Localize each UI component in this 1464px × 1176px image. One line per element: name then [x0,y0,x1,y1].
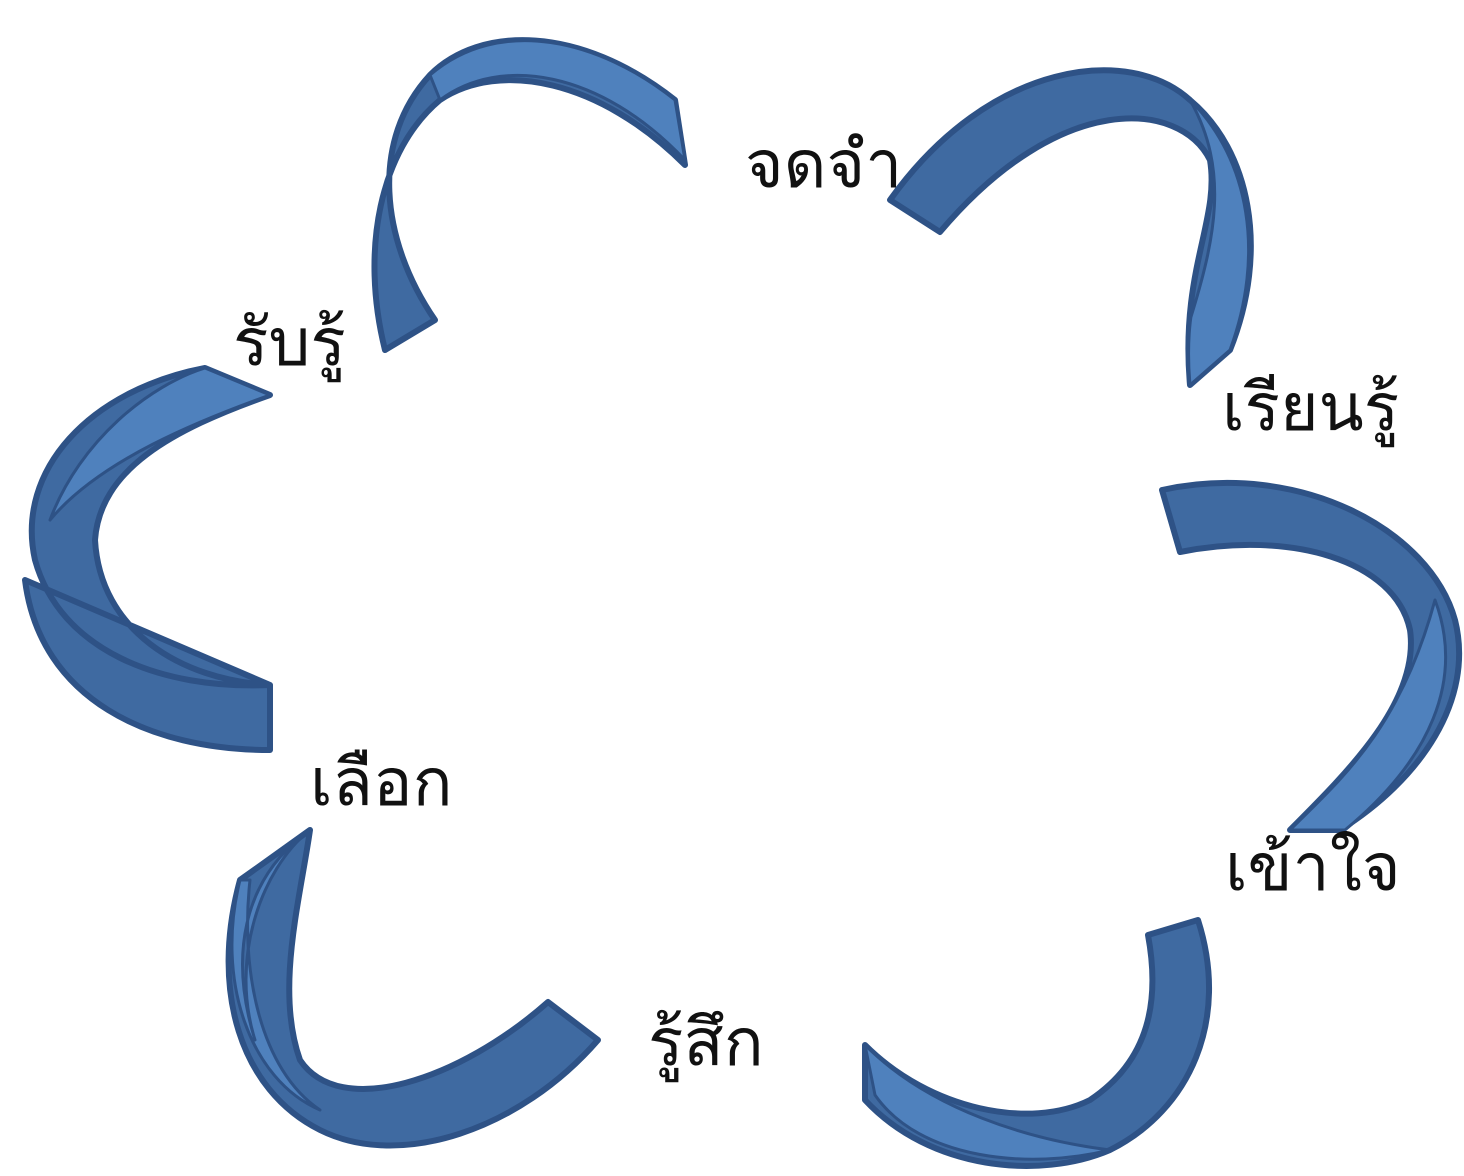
cycle-arrow-remember-to-learn [887,67,1254,388]
cycle-arrow-learn-to-understand [1159,479,1463,833]
cycle-arrow-perceive-to-remember [371,37,688,353]
cycle-arrow-feel-to-choose [225,827,601,1149]
cycle-arrow-understand-to-feel [862,917,1213,1169]
stage-label-understand: เข้าใจ [1225,829,1401,906]
stage-label-remember: จดจำ [745,126,902,203]
stage-label-perceive: รับรู้ [233,304,346,383]
stage-label-choose: เลือก [310,744,453,821]
cycle-arrow-choose-to-perceive [22,365,273,753]
stage-label-learn: เรียนรู้ [1222,369,1399,448]
stage-label-feel: รู้สึก [648,1004,764,1083]
